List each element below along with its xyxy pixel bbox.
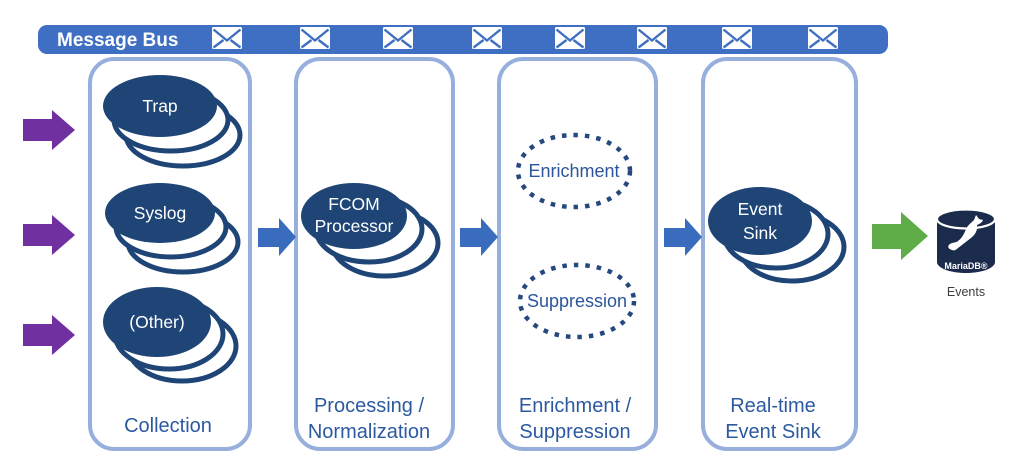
stack-other: (Other)	[103, 287, 239, 384]
flow-arrow-1	[258, 218, 296, 256]
message-bus-label: Message Bus	[57, 30, 178, 51]
lane-label-realtime-2: Event Sink	[725, 421, 822, 443]
stack-syslog-label: Syslog	[134, 203, 187, 223]
lane-collection	[88, 57, 252, 451]
mariadb-icon: MariaDB® Events	[935, 208, 997, 299]
output-arrow	[872, 212, 928, 260]
stack-ellipse	[103, 75, 217, 137]
stack-fcom-label-1: FCOM	[328, 194, 380, 214]
envelope-icon	[555, 27, 585, 49]
stack-event-sink-label-2: Sink	[743, 223, 777, 243]
stack-fcom-label-2: Processor	[315, 216, 394, 236]
flow-arrow-2	[460, 218, 498, 256]
lane-label-processing-2: Normalization	[308, 421, 430, 443]
stack-other-label: (Other)	[129, 312, 184, 332]
db-cylinder-lid	[935, 208, 997, 230]
stack-ellipse	[301, 183, 407, 249]
mariadb-brand-label: MariaDB®	[944, 261, 988, 271]
envelope-icon	[472, 27, 502, 49]
envelope-icon	[212, 27, 242, 49]
envelope-icon	[808, 27, 838, 49]
envelope-icon	[637, 27, 667, 49]
dotted-ellipse	[517, 262, 637, 340]
stack-trap: Trap	[103, 75, 243, 169]
db-cylinder-body	[937, 219, 995, 273]
enrichment-bubble-label: Enrichment	[528, 161, 619, 181]
lane-label-collection: Collection	[124, 415, 212, 437]
lane-label-enrichment-2: Suppression	[519, 421, 630, 443]
stack-syslog: Syslog	[105, 183, 241, 275]
suppression-bubble: Suppression	[517, 262, 637, 340]
dotted-ellipse	[515, 132, 633, 210]
db-caption: Events	[947, 285, 985, 299]
input-arrow-3	[23, 315, 75, 355]
message-bus-bar	[38, 25, 888, 54]
envelope-icon	[300, 27, 330, 49]
lane-label-processing-1: Processing /	[314, 395, 424, 417]
envelope-icon	[722, 27, 752, 49]
stack-trap-label: Trap	[142, 96, 177, 116]
stack-event-sink: Event Sink	[708, 187, 847, 284]
message-bus: Message Bus	[38, 25, 888, 54]
input-arrow-1	[23, 110, 75, 150]
stack-fcom: FCOM Processor	[301, 183, 441, 279]
lane-processing	[294, 57, 455, 451]
stack-ellipse	[105, 183, 215, 243]
lane-realtime	[701, 57, 858, 451]
stack-ellipse	[708, 187, 812, 255]
lane-label-enrichment-1: Enrichment /	[519, 395, 632, 417]
lane-label-realtime-1: Real-time	[730, 395, 816, 417]
envelope-icon	[383, 27, 413, 49]
input-arrow-2	[23, 215, 75, 255]
stack-ellipse	[103, 287, 211, 357]
enrichment-bubble: Enrichment	[515, 132, 633, 210]
suppression-bubble-label: Suppression	[527, 291, 627, 311]
flow-arrow-3	[664, 218, 702, 256]
lane-enrichment	[497, 57, 658, 451]
seal-icon	[948, 215, 983, 251]
stack-event-sink-label-1: Event	[738, 199, 783, 219]
